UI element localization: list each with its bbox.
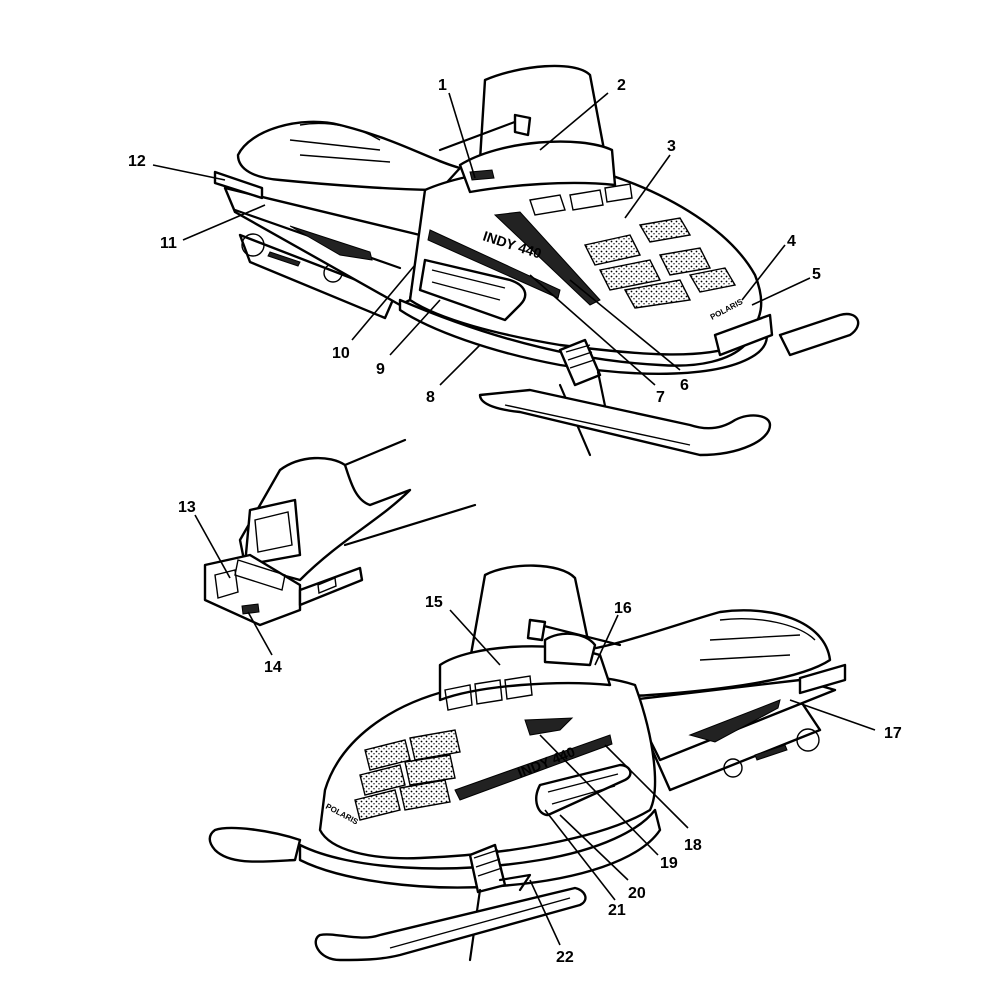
callout-14: 14 <box>264 659 282 676</box>
callout-15: 15 <box>425 594 443 611</box>
ski-right <box>778 312 860 357</box>
callout-13: 13 <box>178 499 196 516</box>
callout-18: 18 <box>684 837 702 854</box>
rear-bumper <box>213 170 264 200</box>
callout-17: 17 <box>884 725 902 742</box>
hood-bottom <box>318 674 657 860</box>
callout-2: 2 <box>617 77 626 94</box>
callout-7: 7 <box>656 389 665 406</box>
callout-10: 10 <box>332 345 350 362</box>
ski-left <box>478 388 772 457</box>
callout-1: 1 <box>438 77 447 94</box>
callout-8: 8 <box>426 389 435 406</box>
callout-5: 5 <box>812 266 821 283</box>
belly-pan-bottom <box>298 808 662 889</box>
callout-19: 19 <box>660 855 678 872</box>
ski-right-bottom <box>314 886 587 962</box>
track-wheel-rear <box>241 233 265 257</box>
ski-left-bottom <box>208 826 302 863</box>
hood-vent-1 <box>583 234 642 266</box>
callout-6: 6 <box>680 377 689 394</box>
snowmobile-top-view: INDY 440 POLARIS <box>213 64 860 457</box>
callout-labels: 1 2 3 4 5 6 7 8 9 10 11 12 13 14 15 16 1… <box>128 77 902 966</box>
snowmobile-bottom-view: INDY 440 POLARIS <box>208 564 847 962</box>
callout-11: 11 <box>160 235 177 252</box>
callout-20: 20 <box>628 885 646 902</box>
leader-lines <box>152 92 876 946</box>
rear-detail-view <box>203 438 477 627</box>
side-stripe <box>493 211 601 306</box>
callout-21: 21 <box>608 902 626 919</box>
seat <box>236 120 462 192</box>
callout-3: 3 <box>667 138 676 155</box>
callout-9: 9 <box>376 361 385 378</box>
side-vent <box>418 258 527 322</box>
callout-4: 4 <box>787 233 796 250</box>
callout-22: 22 <box>556 949 574 966</box>
callout-12: 12 <box>128 153 146 170</box>
callout-16: 16 <box>614 600 632 617</box>
